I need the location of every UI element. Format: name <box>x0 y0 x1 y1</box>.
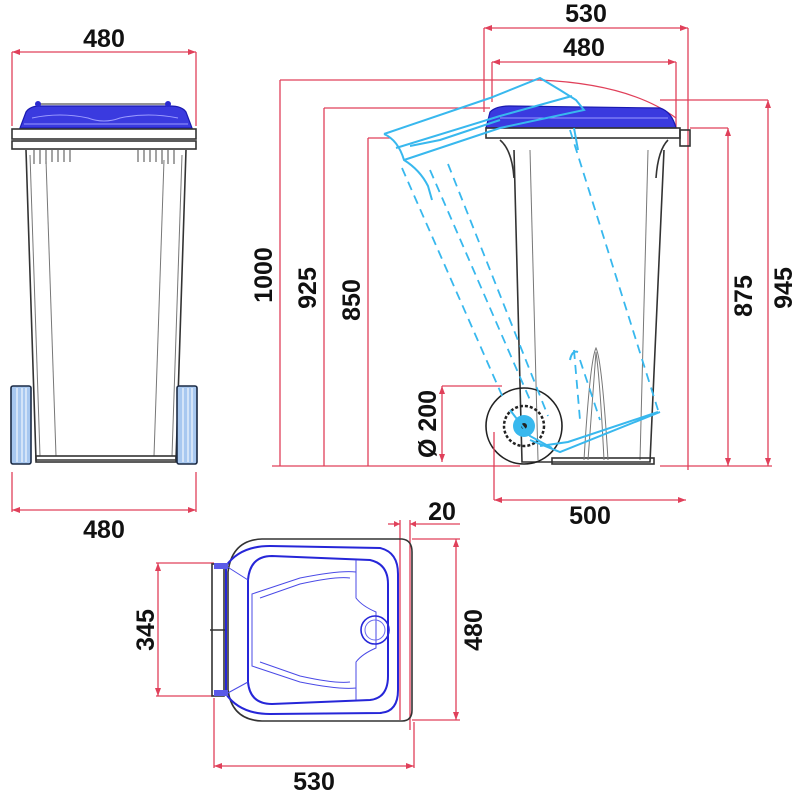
height-945-label: 945 <box>770 267 798 309</box>
open-lid-ghost <box>383 76 661 454</box>
side-right-height-dimensions <box>660 99 772 467</box>
wheel-diameter-label: Ø 200 <box>414 390 442 458</box>
base-depth-label: 500 <box>569 502 611 530</box>
height-850-label: 850 <box>338 279 366 321</box>
handle-offset-label: 20 <box>428 498 456 526</box>
handle-width-label: 345 <box>132 609 160 651</box>
front-left-wheel <box>10 385 32 465</box>
top-lid <box>214 544 399 716</box>
wheel-diameter-dimension <box>439 385 502 462</box>
top-view: 20 480 345 530 <box>132 498 488 796</box>
side-lid-depth-dimensions <box>483 25 689 470</box>
height-925-label: 925 <box>294 267 322 309</box>
lid-depth-outer-label: 530 <box>565 0 607 28</box>
front-lid <box>19 101 193 129</box>
front-top-width-dimension <box>11 49 197 126</box>
height-1000-label: 1000 <box>250 247 278 303</box>
front-view: 480 <box>10 25 198 544</box>
top-width-dimension <box>412 538 460 721</box>
front-right-wheel <box>176 385 198 465</box>
side-bin-body <box>485 105 691 465</box>
front-ribs <box>33 150 175 164</box>
handle-width-dimension <box>155 562 214 697</box>
top-width-label: 480 <box>460 609 488 651</box>
top-depth-label: 530 <box>293 768 335 796</box>
lid-depth-inner-label: 480 <box>563 34 605 62</box>
front-bottom-width-dimension <box>11 472 197 513</box>
top-depth-dimension <box>213 698 415 769</box>
height-875-label: 875 <box>730 275 758 317</box>
front-top-width-label: 480 <box>83 25 125 53</box>
handle-offset-dimension <box>388 520 460 730</box>
side-view: 530 480 1000 925 850 Ø 200 <box>250 0 798 530</box>
front-bottom-width-label: 480 <box>83 516 125 544</box>
